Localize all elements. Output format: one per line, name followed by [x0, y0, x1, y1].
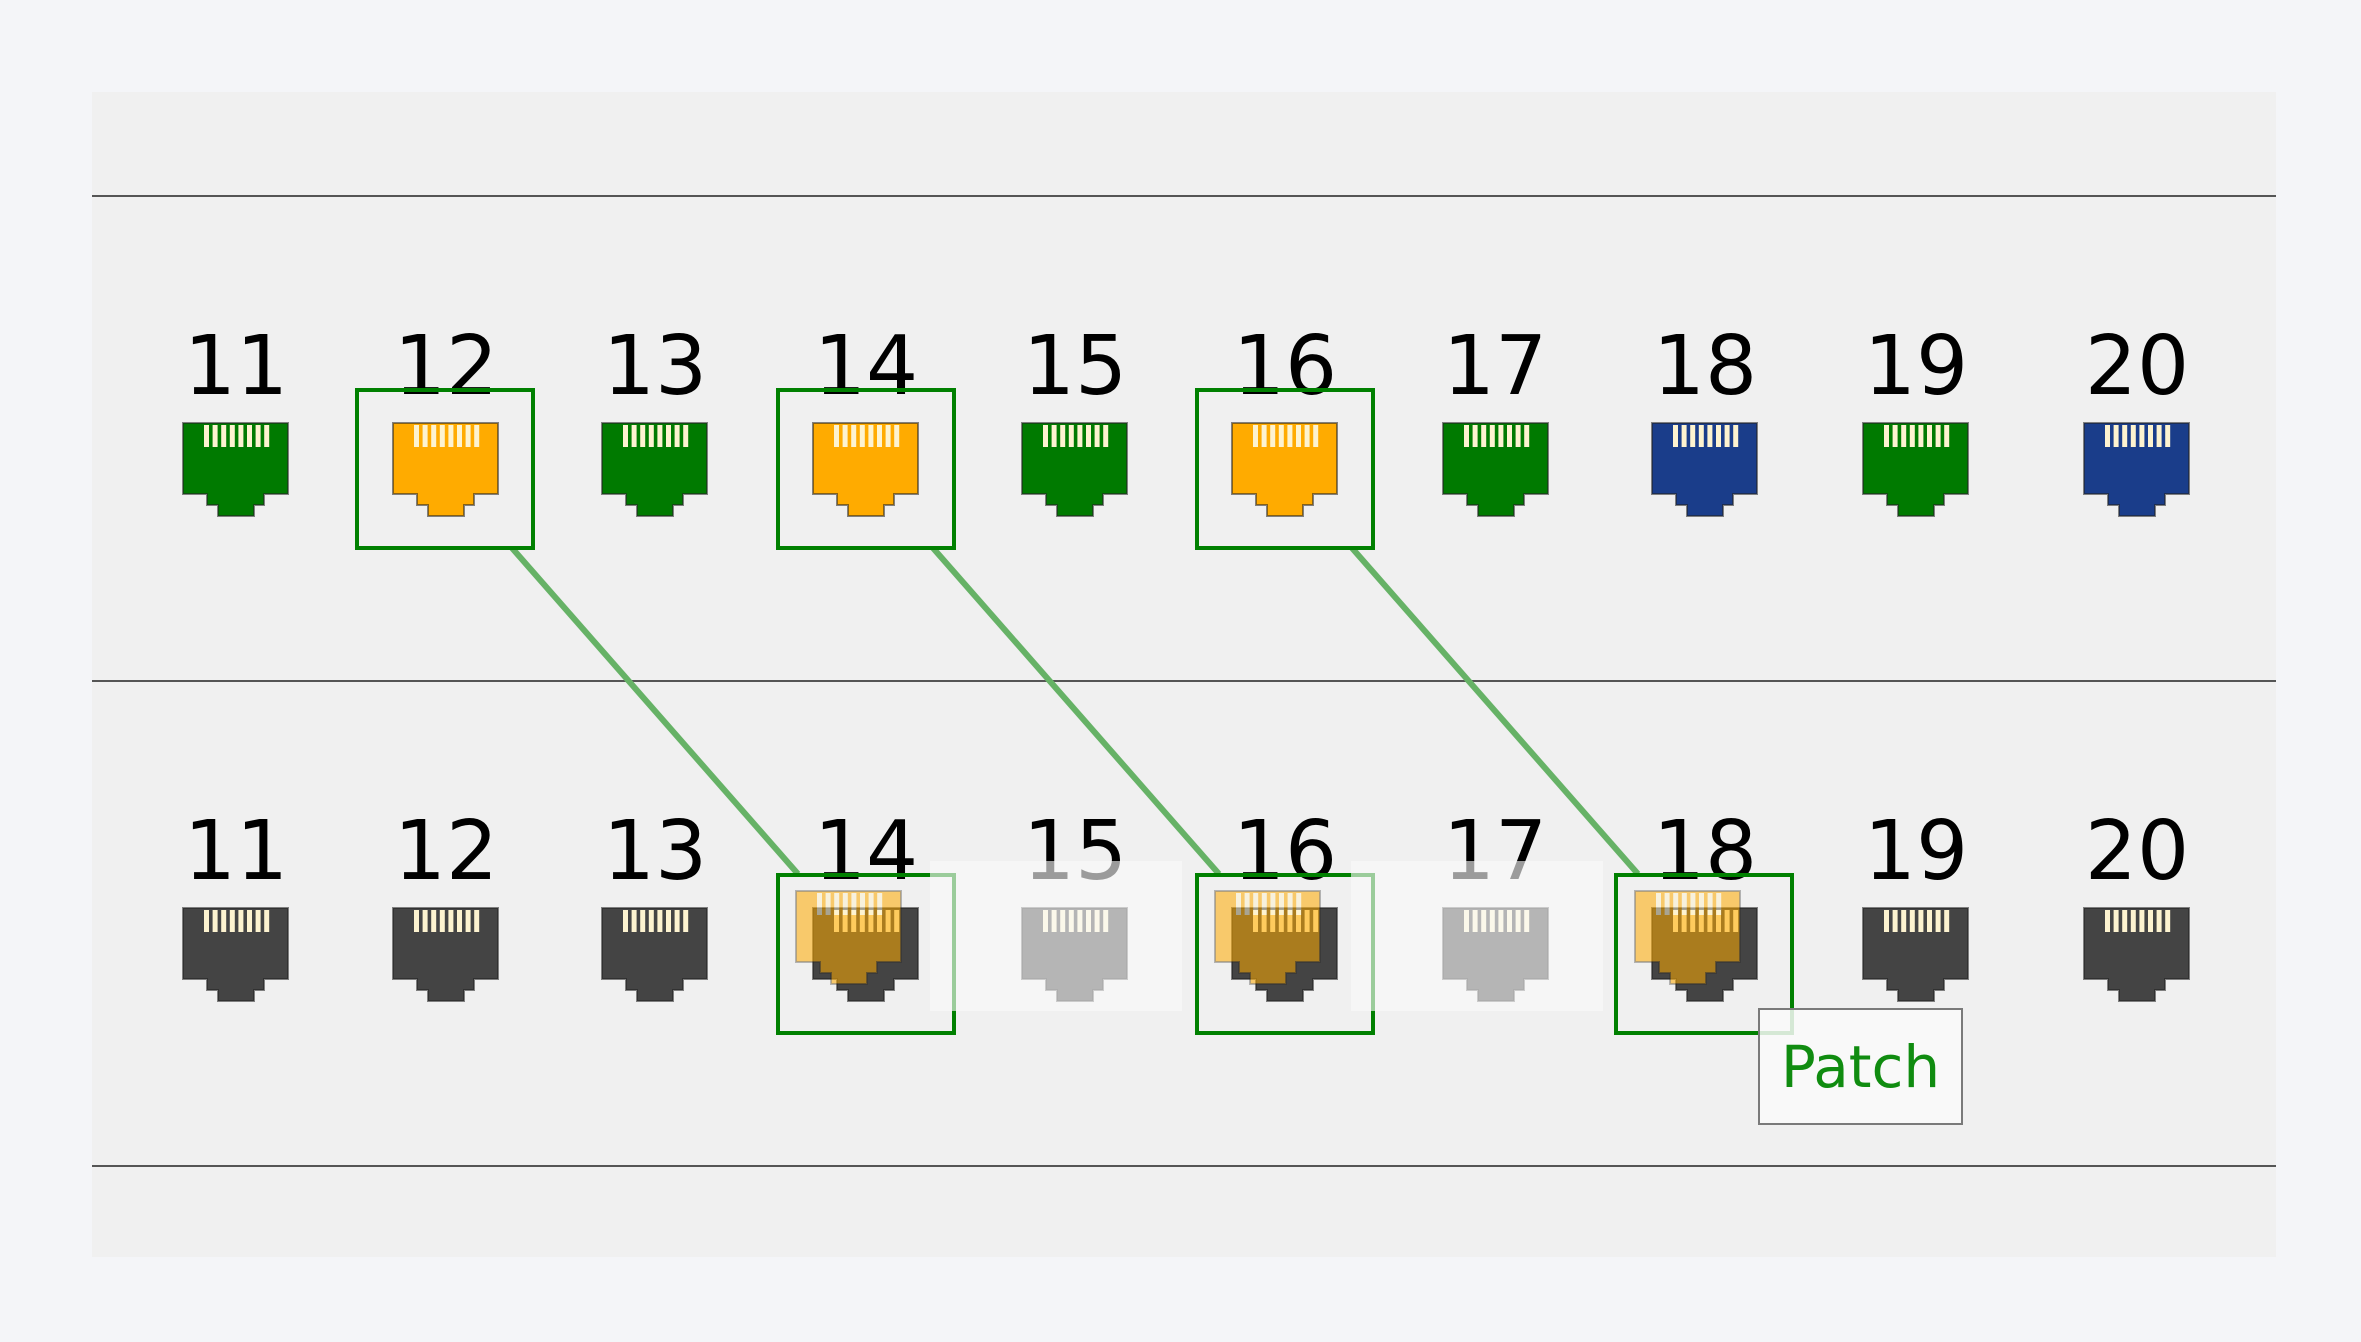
selection-box-top-16	[1195, 388, 1375, 550]
rj45-port-icon[interactable]	[1651, 422, 1758, 517]
top-port-label-16: 16	[1232, 319, 1338, 414]
divider-top	[92, 195, 2276, 197]
top-port-label-19: 19	[1863, 319, 1969, 414]
patch-line-16-18[interactable]	[1349, 546, 1641, 876]
rj45-port-icon[interactable]	[1862, 907, 1969, 1002]
drag-ghost-port-icon	[1634, 890, 1741, 985]
rj45-port-icon[interactable]	[2083, 422, 2190, 517]
rj45-port-icon[interactable]	[1021, 422, 1128, 517]
dim-overlay-15	[930, 861, 1182, 1011]
top-port-label-12: 12	[393, 319, 499, 414]
patch-line-12-14[interactable]	[509, 546, 801, 876]
bottom-port-label-16: 16	[1232, 804, 1338, 899]
drag-ghost-port-icon	[1214, 890, 1321, 985]
selection-box-top-14	[776, 388, 956, 550]
top-port-label-17: 17	[1442, 319, 1548, 414]
selection-box-bottom-14	[776, 873, 956, 1035]
drag-ghost-port-icon	[795, 890, 902, 985]
rj45-port-icon[interactable]	[1231, 422, 1338, 517]
rj45-port-icon[interactable]	[182, 422, 289, 517]
rj45-port-icon[interactable]	[392, 907, 499, 1002]
bottom-port-label-13: 13	[602, 804, 708, 899]
rj45-port-icon[interactable]	[182, 907, 289, 1002]
top-port-label-18: 18	[1652, 319, 1758, 414]
rj45-port-icon[interactable]	[1442, 422, 1549, 517]
selection-box-top-12	[355, 388, 535, 550]
dim-overlay-17	[1351, 861, 1603, 1011]
rj45-port-icon[interactable]	[601, 422, 708, 517]
rj45-port-icon[interactable]	[812, 422, 919, 517]
tooltip-text: Patch	[1780, 1032, 1941, 1101]
bottom-port-label-11: 11	[183, 804, 289, 899]
rj45-port-icon[interactable]	[2083, 907, 2190, 1002]
rj45-port-icon[interactable]	[392, 422, 499, 517]
top-port-label-11: 11	[183, 319, 289, 414]
bottom-port-label-19: 19	[1863, 804, 1969, 899]
divider-bottom	[92, 1165, 2276, 1167]
divider-middle	[92, 680, 2276, 682]
bottom-port-label-14: 14	[813, 804, 919, 899]
top-port-label-15: 15	[1022, 319, 1128, 414]
top-port-label-13: 13	[602, 319, 708, 414]
bottom-port-label-12: 12	[393, 804, 499, 899]
rj45-port-icon[interactable]	[1862, 422, 1969, 517]
top-port-label-20: 20	[2084, 319, 2190, 414]
patch-tooltip: Patch	[1758, 1008, 1963, 1125]
rj45-port-icon[interactable]	[601, 907, 708, 1002]
top-port-label-14: 14	[813, 319, 919, 414]
selection-box-bottom-16	[1195, 873, 1375, 1035]
selection-box-bottom-18	[1614, 873, 1794, 1035]
bottom-port-label-18: 18	[1652, 804, 1758, 899]
patch-line-14-16[interactable]	[930, 546, 1222, 876]
bottom-port-label-20: 20	[2084, 804, 2190, 899]
